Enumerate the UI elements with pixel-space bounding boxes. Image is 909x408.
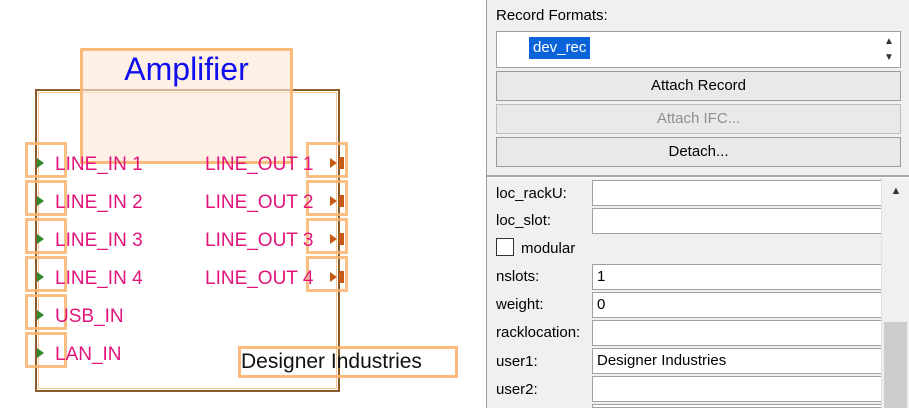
loc-racku-field[interactable] [592, 180, 882, 206]
racklocation-field[interactable] [592, 320, 882, 346]
attach-ifc-button[interactable]: Attach IFC... [496, 104, 901, 134]
pin-label-line-out-2[interactable]: LINE_OUT 2 [205, 192, 314, 213]
input-pin-icon[interactable] [37, 196, 44, 206]
properties-panel: Record Formats: dev_rec ▲ ▼ Attach Recor… [487, 0, 909, 408]
chevron-down-icon[interactable]: ▼ [884, 52, 894, 63]
pin-highlight [306, 218, 348, 254]
pin-label-line-out-4[interactable]: LINE_OUT 4 [205, 268, 314, 289]
manufacturer-label[interactable]: Designer Industries [241, 350, 422, 373]
output-pin-icon[interactable] [330, 196, 337, 206]
input-pin-icon[interactable] [37, 348, 44, 358]
record-format-item-selected[interactable]: dev_rec [529, 37, 591, 59]
panel-splitter[interactable] [486, 0, 487, 408]
input-pin-icon[interactable] [37, 310, 44, 320]
output-pin-icon[interactable] [330, 272, 337, 282]
schematic-canvas[interactable]: Amplifier LINE_IN 1 LINE_IN 2 LINE_IN 3 … [0, 0, 486, 408]
record-formats-label: Record Formats: [496, 7, 608, 24]
manufacturer-box[interactable] [238, 346, 458, 378]
pin-highlight [25, 294, 67, 330]
user2-field[interactable] [592, 376, 882, 402]
output-pin-icon[interactable] [330, 234, 337, 244]
user1-field[interactable]: Designer Industries [592, 348, 882, 374]
pin-label-line-in-2[interactable]: LINE_IN 2 [55, 192, 143, 213]
prop-label-loc-racku: loc_rackU: [496, 185, 567, 202]
component-title[interactable]: Amplifier [124, 51, 249, 87]
input-pin-icon[interactable] [37, 158, 44, 168]
prop-label-loc-slot: loc_slot: [496, 212, 552, 229]
output-pin-icon[interactable] [330, 158, 337, 168]
loc-slot-field[interactable] [592, 208, 882, 234]
property-scrollbar[interactable]: ▲ [881, 178, 909, 408]
output-pin-stub [339, 157, 344, 169]
attach-record-button[interactable]: Attach Record [496, 71, 901, 101]
scrollbar-thumb[interactable] [884, 322, 907, 408]
output-pin-stub [339, 195, 344, 207]
prop-label-nslots: nslots: [496, 268, 540, 285]
next-property-field[interactable] [592, 404, 882, 408]
pin-highlight [25, 332, 67, 368]
prop-label-user1: user1: [496, 353, 538, 370]
output-pin-stub [339, 271, 344, 283]
pin-highlight [25, 142, 67, 178]
pin-highlight [306, 142, 348, 178]
pin-label-line-out-3[interactable]: LINE_OUT 3 [205, 230, 314, 251]
input-pin-icon[interactable] [37, 234, 44, 244]
pin-highlight [306, 256, 348, 292]
detach-button[interactable]: Detach... [496, 137, 901, 167]
prop-label-racklocation: racklocation: [496, 324, 581, 341]
pin-label-line-in-4[interactable]: LINE_IN 4 [55, 268, 143, 289]
pin-label-lan-in[interactable]: LAN_IN [55, 344, 122, 365]
pin-highlight [25, 180, 67, 216]
prop-label-user2: user2: [496, 381, 538, 398]
pin-label-line-in-1[interactable]: LINE_IN 1 [55, 154, 143, 175]
nslots-field[interactable]: 1 [592, 264, 882, 290]
chevron-up-icon[interactable]: ▲ [884, 36, 894, 47]
pin-label-line-out-1[interactable]: LINE_OUT 1 [205, 154, 314, 175]
input-pin-icon[interactable] [37, 272, 44, 282]
pin-highlight [25, 218, 67, 254]
prop-label-weight: weight: [496, 296, 544, 313]
modular-label: modular [521, 240, 576, 257]
pin-label-usb-in[interactable]: USB_IN [55, 306, 124, 327]
pin-highlight [25, 256, 67, 292]
weight-field[interactable]: 0 [592, 292, 882, 318]
output-pin-stub [339, 233, 344, 245]
pin-highlight [306, 180, 348, 216]
record-formats-list[interactable]: dev_rec ▲ ▼ [496, 31, 901, 68]
section-divider [487, 175, 909, 177]
chevron-up-icon[interactable]: ▲ [890, 185, 902, 197]
pin-label-line-in-3[interactable]: LINE_IN 3 [55, 230, 143, 251]
component-title-box[interactable] [80, 48, 293, 164]
modular-checkbox[interactable] [496, 238, 514, 256]
section-divider-highlight [487, 177, 909, 178]
